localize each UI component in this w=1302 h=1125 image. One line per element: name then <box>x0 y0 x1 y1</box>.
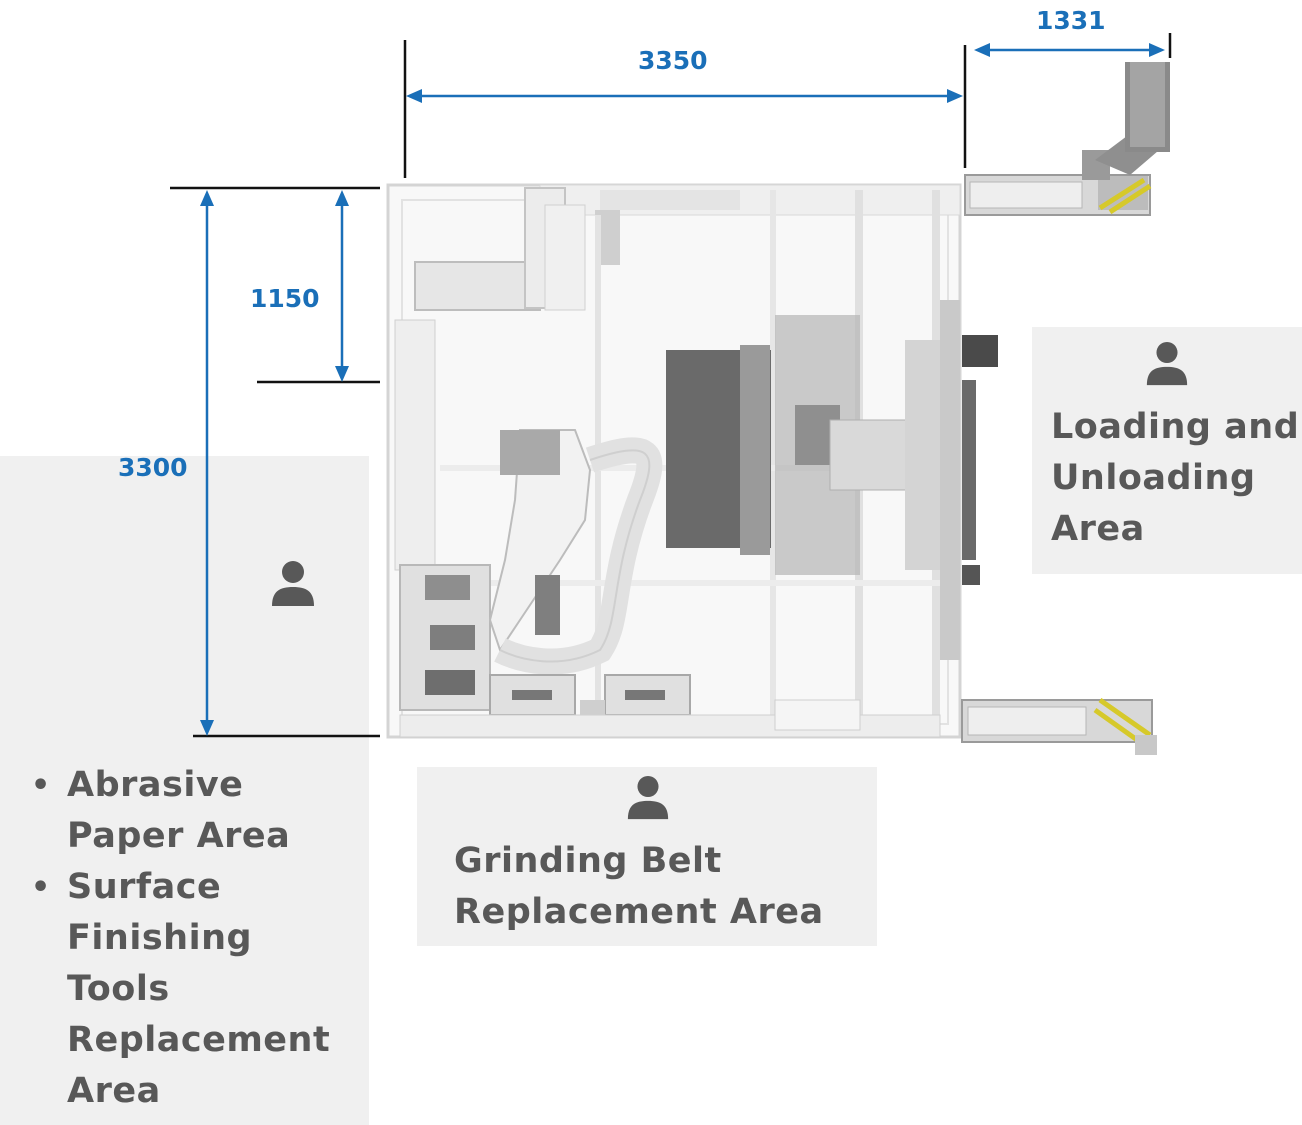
abrasive-item-line: Paper Area <box>67 816 291 856</box>
person-icon <box>1146 341 1188 386</box>
abrasive-area-item: Abrasive Paper Area <box>31 760 330 862</box>
dimension-arrows <box>200 43 1165 736</box>
abrasive-item-line: Tools <box>67 969 170 1009</box>
abrasive-area-label: Abrasive Paper Area Surface Finishing To… <box>31 760 330 1117</box>
dimension-side-width-label: 1331 <box>1036 6 1106 35</box>
loading-area-line: Unloading <box>1051 458 1256 498</box>
dimension-height-label: 3300 <box>118 453 188 482</box>
abrasive-item-line: Finishing <box>67 918 253 958</box>
machine-cell <box>386 183 998 739</box>
grinding-area-line: Grinding Belt <box>454 841 722 881</box>
abrasive-item-line: Replacement <box>67 1020 331 1060</box>
grinding-area-line: Replacement Area <box>454 892 824 932</box>
abrasive-item-line: Abrasive <box>67 765 244 805</box>
grinding-area-label: Grinding Belt Replacement Area <box>454 836 824 938</box>
dimension-width-label: 3350 <box>638 46 708 75</box>
upper-conveyor <box>964 62 1170 216</box>
loading-area-line: Area <box>1051 509 1145 549</box>
dimension-lines <box>170 33 1172 738</box>
person-icon <box>272 561 314 606</box>
loading-area-label: Loading and Unloading Area <box>1051 402 1299 555</box>
abrasive-item-line: Area <box>67 1071 161 1111</box>
lower-conveyor <box>961 697 1157 755</box>
loading-area-line: Loading and <box>1051 407 1300 447</box>
abrasive-area-list: Abrasive Paper Area Surface Finishing To… <box>31 760 330 1117</box>
person-icon <box>627 775 669 820</box>
abrasive-area-item: Surface Finishing Tools Replacement Area <box>31 862 331 1117</box>
dimension-partial-height-label: 1150 <box>250 284 320 313</box>
abrasive-item-line: Surface <box>67 867 222 907</box>
